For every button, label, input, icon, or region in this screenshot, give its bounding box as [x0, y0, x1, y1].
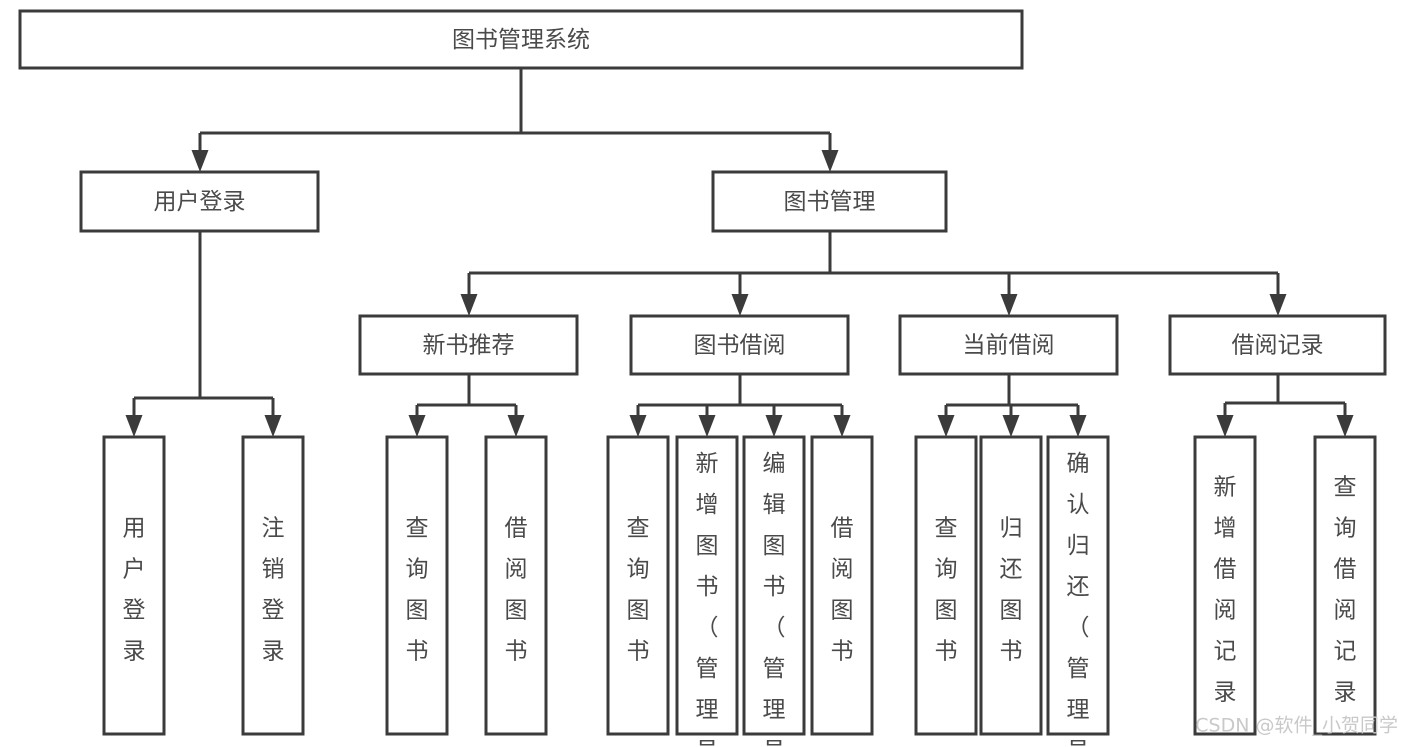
arrow-head-icon [629, 415, 647, 437]
edge-group-book-manage [460, 231, 1287, 316]
edge-group-book-borrow [629, 374, 851, 437]
edge-group-new-book-rec [408, 374, 525, 437]
node-box[interactable] [358, 314, 579, 376]
node-label: 用户登录 [154, 189, 246, 215]
node-box[interactable] [1313, 435, 1377, 736]
node-label: 注销登录 [262, 515, 285, 664]
node-box[interactable] [1193, 435, 1257, 736]
node-new-book-rec[interactable]: 新书推荐 [358, 314, 579, 376]
node-leaf-add-record[interactable]: 新增借阅记录 [1193, 435, 1257, 736]
arrow-head-icon [507, 415, 525, 437]
node-leaf-edit-book[interactable]: 编辑图书（管理员） [742, 435, 806, 747]
node-box[interactable] [241, 435, 305, 736]
edge-group-current-borrow [937, 374, 1087, 437]
node-label: 新书推荐 [423, 333, 515, 359]
arrow-head-icon [937, 415, 955, 437]
node-box[interactable] [898, 314, 1119, 376]
edge-layer [125, 68, 1354, 437]
node-box[interactable] [979, 435, 1043, 736]
edge-group-borrow-record [1216, 374, 1354, 437]
node-root[interactable]: 图书管理系统 [18, 9, 1024, 70]
node-box[interactable] [810, 435, 874, 736]
node-user-login[interactable]: 用户登录 [79, 170, 320, 233]
node-box[interactable] [385, 435, 449, 736]
node-box[interactable] [18, 9, 1024, 70]
node-box[interactable] [606, 435, 670, 736]
arrow-head-icon [125, 415, 143, 437]
node-box[interactable] [675, 435, 739, 736]
arrow-head-icon [1336, 415, 1354, 437]
node-leaf-query-book-borrow[interactable]: 查询图书 [606, 435, 670, 736]
node-box[interactable] [79, 170, 320, 233]
node-leaf-borrow-book[interactable]: 借阅图书 [810, 435, 874, 736]
node-label: 编辑图书（管理员） [763, 451, 786, 747]
node-label: 借阅图书 [505, 515, 528, 664]
watermark-label: CSDN @软件_小贺同学 [1195, 715, 1398, 737]
node-label: 当前借阅 [963, 333, 1055, 359]
node-label: 查询图书 [627, 515, 650, 664]
node-box[interactable] [914, 435, 978, 736]
arrow-head-icon [191, 150, 209, 172]
node-label: 借阅图书 [831, 515, 854, 664]
node-label: 用户登录 [123, 515, 146, 664]
arrow-head-icon [1269, 294, 1287, 316]
node-leaf-confirm-return[interactable]: 确认归还（管理员） [1046, 435, 1110, 747]
arrow-head-icon [264, 415, 282, 437]
arrow-head-icon [408, 415, 426, 437]
node-leaf-query-record[interactable]: 查询借阅记录 [1313, 435, 1377, 736]
arrow-head-icon [821, 150, 839, 172]
node-label: 查询借阅记录 [1334, 474, 1357, 705]
node-box[interactable] [484, 435, 548, 736]
node-label: 新增图书（管理员） [696, 451, 719, 747]
node-label: 图书管理系统 [452, 27, 590, 53]
node-book-borrow[interactable]: 图书借阅 [629, 314, 850, 376]
arrow-head-icon [1002, 415, 1020, 437]
arrow-head-icon [1069, 415, 1087, 437]
edge-group-root [191, 68, 839, 172]
node-label: 确认归还（管理员） [1067, 451, 1090, 747]
arrow-head-icon [765, 415, 783, 437]
arrow-head-icon [460, 294, 478, 316]
arrow-head-icon [1216, 415, 1234, 437]
node-leaf-user-login[interactable]: 用户登录 [102, 435, 166, 736]
node-leaf-query-book-rec[interactable]: 查询图书 [385, 435, 449, 736]
node-box[interactable] [629, 314, 850, 376]
node-leaf-borrow-book-rec[interactable]: 借阅图书 [484, 435, 548, 736]
node-box[interactable] [1046, 435, 1110, 736]
node-leaf-user-logout[interactable]: 注销登录 [241, 435, 305, 736]
node-label: 借阅记录 [1232, 333, 1324, 359]
arrow-head-icon [698, 415, 716, 437]
node-box[interactable] [742, 435, 806, 736]
node-layer: 图书管理系统用户登录图书管理新书推荐图书借阅当前借阅借阅记录用户登录注销登录查询… [18, 9, 1387, 747]
edge-group-user-login [125, 231, 282, 437]
node-label: 图书借阅 [694, 333, 786, 359]
node-label: 查询图书 [406, 515, 429, 664]
arrow-head-icon [731, 294, 749, 316]
arrow-head-icon [833, 415, 851, 437]
arrow-head-icon [1000, 294, 1018, 316]
node-leaf-add-book[interactable]: 新增图书（管理员） [675, 435, 739, 747]
node-leaf-query-book-cur[interactable]: 查询图书 [914, 435, 978, 736]
node-box[interactable] [711, 170, 948, 233]
node-box[interactable] [102, 435, 166, 736]
node-label: 新增借阅记录 [1214, 474, 1237, 705]
node-borrow-record[interactable]: 借阅记录 [1168, 314, 1387, 376]
node-book-manage[interactable]: 图书管理 [711, 170, 948, 233]
node-label: 归还图书 [1000, 515, 1023, 664]
node-label: 图书管理 [784, 189, 876, 215]
node-current-borrow[interactable]: 当前借阅 [898, 314, 1119, 376]
node-box[interactable] [1168, 314, 1387, 376]
node-label: 查询图书 [935, 515, 958, 664]
node-leaf-return-book[interactable]: 归还图书 [979, 435, 1043, 736]
